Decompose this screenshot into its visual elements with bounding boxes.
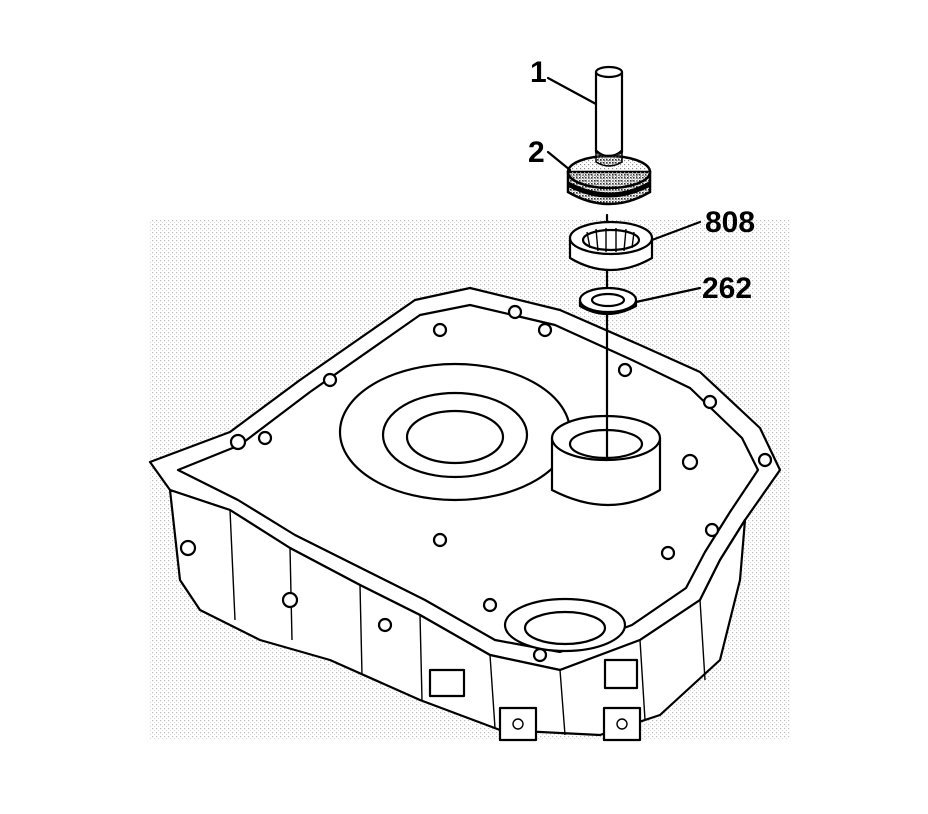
callout-808: 808 [705,206,755,239]
seal-ring [578,286,638,316]
callout-1: 1 [530,56,547,89]
roller-bearing [568,220,654,272]
callout-2: 2 [528,136,545,169]
bolt-bosses [179,304,773,663]
leader-lines [546,76,702,304]
transmission-case-housing [148,286,782,742]
tool-handle [594,65,624,158]
tool-installer-head [566,148,652,206]
callout-262: 262 [702,272,752,305]
